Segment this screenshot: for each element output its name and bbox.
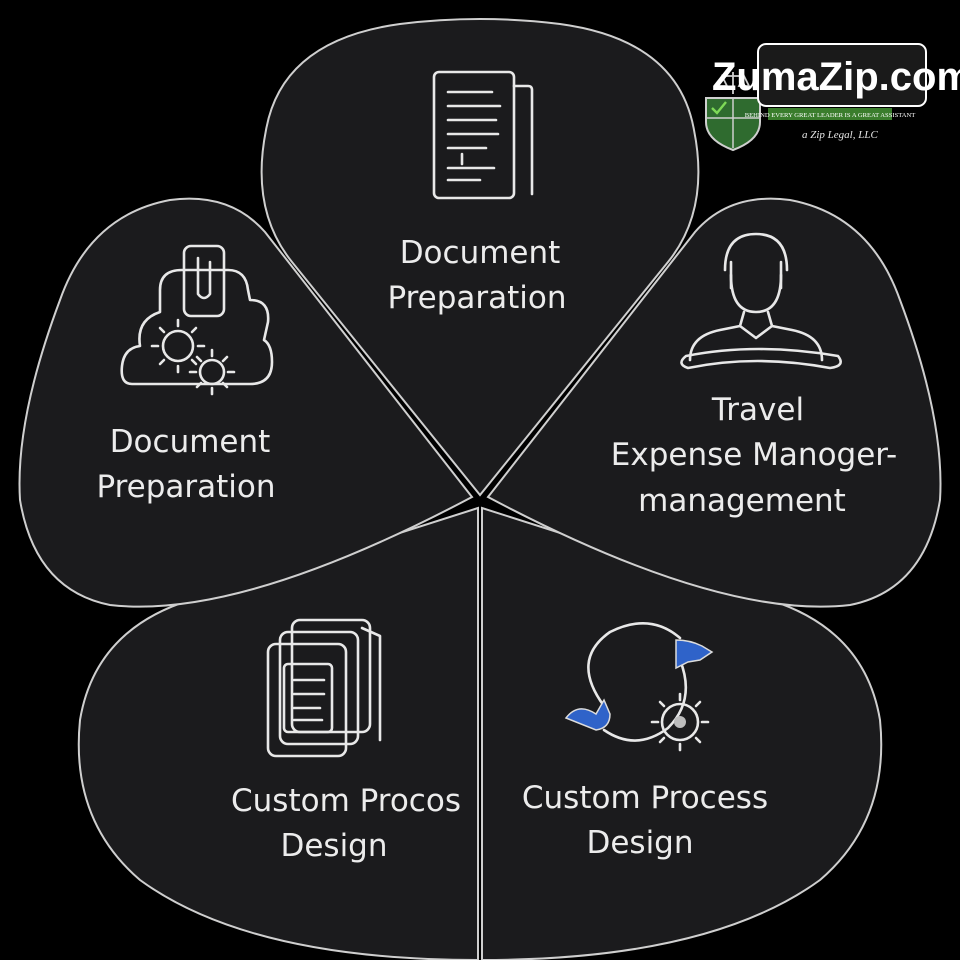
checkmark-icon	[711, 101, 727, 115]
petal-bottom-left-label-line2: Design	[280, 828, 387, 864]
cloud-document-gears-icon	[120, 244, 274, 396]
logo-tagline: BEHIND EVERY GREAT LEADER IS A GREAT ASS…	[745, 112, 916, 119]
petal-top	[260, 18, 700, 497]
cycle-gear-icon	[564, 622, 714, 752]
petal-top-label-line2: Preparation	[387, 280, 566, 316]
logo-wordmark: ZumaZip.com	[712, 55, 960, 99]
petal-bottom-right-label-line2: Design	[586, 825, 693, 861]
petal-left-label-line2: Preparation	[96, 469, 275, 505]
scales-icon	[715, 72, 751, 94]
logo-subline: a Zip Legal, LLC	[802, 129, 878, 141]
petal-top-label-line1: Document	[400, 235, 561, 271]
petal-right-label-line3: management	[638, 483, 846, 519]
petal-left	[18, 197, 474, 608]
petal-bottom-left-label-line1: Custom Procos	[231, 783, 461, 819]
petal-right-label-line2: Expense Manoger-	[611, 437, 897, 473]
petal-bottom-left	[77, 506, 479, 960]
zumazip-logo: ZumaZip.com BEHIND EVERY GREAT LEADER IS…	[705, 43, 960, 152]
stacked-documents-icon	[266, 618, 382, 758]
petal-bottom-right-label-line1: Custom Process	[522, 780, 768, 816]
petal-right-label-line1: Travel	[711, 392, 804, 428]
document-icon	[432, 70, 534, 200]
petal-bottom-right	[481, 506, 883, 960]
petal-right	[486, 197, 942, 608]
petal-left-label-line1: Document	[110, 424, 271, 460]
headset-person-icon	[680, 232, 842, 370]
